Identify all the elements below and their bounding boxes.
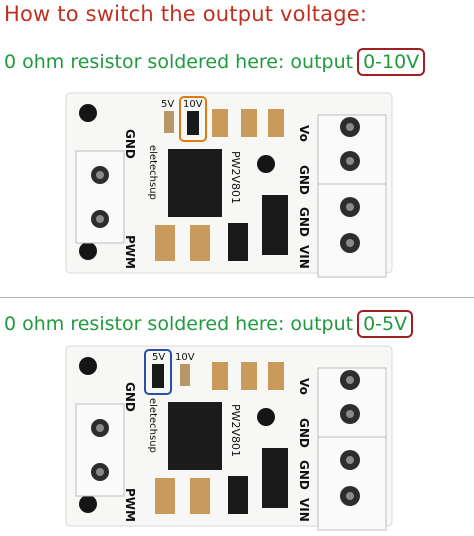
label-jumper-5v: 5V [152, 352, 165, 363]
smd-capacitor [241, 362, 257, 390]
label-vin: VIN [297, 498, 311, 522]
terminal-block-right [317, 367, 387, 531]
smd-capacitor [268, 109, 284, 137]
caption-5v-value: 0-5V [357, 310, 414, 338]
smd-diode [228, 476, 248, 514]
label-pwm: PWM [123, 235, 137, 269]
caption-10v: 0 ohm resistor soldered here: output 0-1… [4, 48, 426, 76]
smd-capacitor [241, 109, 257, 137]
mount-hole [79, 242, 97, 260]
label-brand: eletechsup [147, 398, 158, 453]
smd-capacitor [155, 225, 175, 261]
jumper-pad [164, 111, 174, 133]
caption-5v-text: 0 ohm resistor soldered here: output [4, 313, 354, 335]
pcb-board [65, 92, 393, 274]
label-gnd-left: GND [123, 129, 137, 159]
caption-10v-text: 0 ohm resistor soldered here: output [4, 51, 354, 73]
smd-transistor [262, 195, 288, 255]
smd-capacitor [268, 362, 284, 390]
smd-transistor [262, 448, 288, 508]
label-vin: VIN [297, 245, 311, 269]
label-vo: Vo [297, 125, 311, 142]
label-chip: PW2V801 [229, 404, 242, 457]
label-jumper-10v: 10V [175, 352, 195, 363]
label-pwm: PWM [123, 488, 137, 522]
mount-hole [257, 155, 275, 173]
smd-capacitor [212, 362, 228, 390]
zero-ohm-resistor [152, 364, 164, 388]
label-brand: eletechsup [147, 145, 158, 200]
smd-capacitor [190, 225, 210, 261]
ic-chip [168, 402, 222, 470]
board-photo-10v: GND PWM Vo GND GND VIN 5V 10V eletechsup… [65, 92, 393, 278]
label-gnd-right: GND [297, 418, 311, 448]
pcb-board [65, 345, 393, 527]
smd-capacitor [190, 478, 210, 514]
smd-capacitor [212, 109, 228, 137]
zero-ohm-resistor [187, 111, 199, 135]
label-jumper-10v: 10V [183, 99, 203, 110]
jumper-highlight-10v [179, 96, 207, 142]
board-photo-5v: GND PWM Vo GND GND VIN 5V 10V eletechsup… [65, 345, 393, 531]
label-gnd-right-2: GND [297, 460, 311, 490]
label-gnd-right-2: GND [297, 207, 311, 237]
label-vo: Vo [297, 378, 311, 395]
terminal-block-left [75, 403, 125, 497]
label-gnd-left: GND [123, 382, 137, 412]
mount-hole [257, 408, 275, 426]
mount-hole [79, 357, 97, 375]
label-jumper-5v: 5V [161, 99, 174, 110]
smd-capacitor [155, 478, 175, 514]
jumper-pad [180, 364, 190, 386]
page-title: How to switch the output voltage: [4, 2, 368, 26]
smd-diode [228, 223, 248, 261]
ic-chip [168, 149, 222, 217]
caption-5v: 0 ohm resistor soldered here: output 0-5… [4, 310, 414, 338]
section-divider [0, 297, 474, 298]
jumper-highlight-5v [144, 349, 172, 395]
terminal-block-left [75, 150, 125, 244]
mount-hole [79, 104, 97, 122]
label-gnd-right: GND [297, 165, 311, 195]
caption-10v-value: 0-10V [357, 48, 426, 76]
label-chip: PW2V801 [229, 151, 242, 204]
mount-hole [79, 495, 97, 513]
